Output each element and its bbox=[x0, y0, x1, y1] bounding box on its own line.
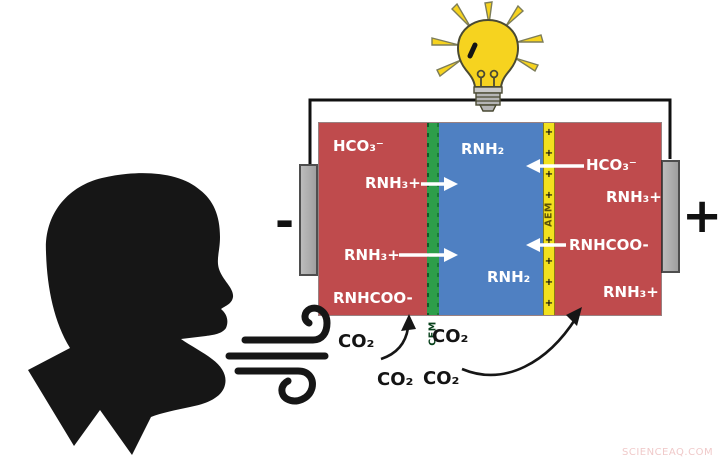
aem-charge-mark: + bbox=[544, 298, 554, 309]
aem-charge-mark: + bbox=[544, 277, 554, 288]
left-compartment bbox=[319, 123, 427, 315]
label-rnh3-bottom-left: RNH₃+ bbox=[344, 246, 400, 264]
cem-membrane: CEM bbox=[427, 123, 439, 346]
co2-label: CO₂ bbox=[432, 326, 469, 347]
aem-charge-mark: + bbox=[544, 169, 554, 180]
label-hco3-right: HCO₃⁻ bbox=[586, 156, 637, 174]
aem-charge-mark: + bbox=[544, 256, 554, 267]
bulb-rays bbox=[431, 1, 544, 78]
co2-label: CO₂ bbox=[423, 368, 460, 389]
label-rnhcoo-left: RNHCOO- bbox=[333, 289, 413, 307]
right-compartment bbox=[555, 123, 661, 315]
middle-compartment bbox=[439, 123, 543, 315]
electrochemical-cell: CEM + + + + AEM + + + + bbox=[318, 122, 662, 346]
anode-electrode bbox=[661, 160, 680, 273]
label-rnh3-top-right: RNH₃+ bbox=[606, 188, 662, 206]
aem-membrane: + + + + AEM + + + + bbox=[543, 123, 555, 315]
negative-terminal-label: - bbox=[275, 194, 295, 248]
label-rnh3-top-left: RNH₃+ bbox=[365, 174, 421, 192]
light-bulb-icon bbox=[431, 1, 544, 112]
bulb-filament bbox=[476, 69, 499, 87]
co2-label: CO₂ bbox=[377, 369, 414, 390]
aem-charge-mark: + bbox=[544, 235, 554, 246]
watermark: SCIENCEAQ.COM bbox=[622, 447, 714, 458]
label-rnhcoo-right: RNHCOO- bbox=[569, 236, 649, 254]
aem-charge-mark: + bbox=[544, 190, 554, 201]
aem-charge-mark: + bbox=[544, 127, 554, 138]
co2-label: CO₂ bbox=[338, 331, 375, 352]
label-rnh2-top: RNH₂ bbox=[461, 140, 505, 158]
cathode-electrode bbox=[299, 164, 318, 276]
aem-label: AEM bbox=[543, 202, 555, 227]
label-rnh2-bottom: RNH₂ bbox=[487, 268, 531, 286]
aem-charge-mark: + bbox=[544, 148, 554, 159]
label-hco3-left: HCO₃⁻ bbox=[333, 137, 384, 155]
bulb-glint bbox=[467, 42, 478, 59]
positive-terminal-label: + bbox=[682, 188, 720, 244]
bulb-base bbox=[473, 86, 503, 112]
label-rnh3-bottom-right: RNH₃+ bbox=[603, 283, 659, 301]
bulb-glass bbox=[457, 18, 519, 88]
